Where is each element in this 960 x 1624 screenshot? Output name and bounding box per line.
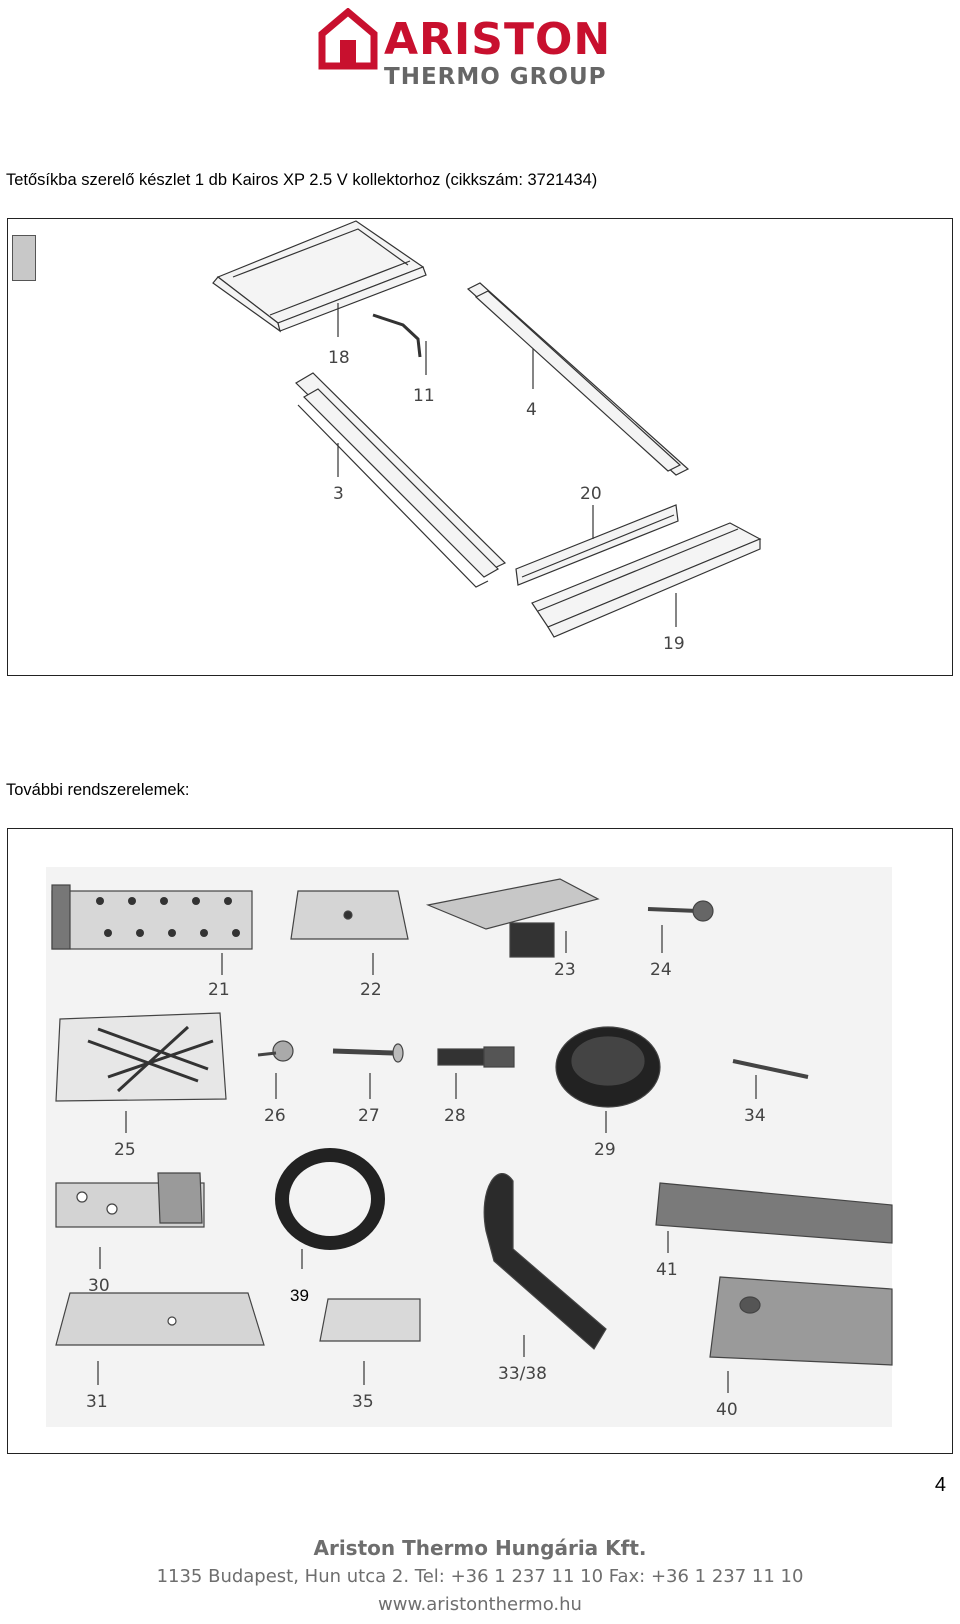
label-4: 4 (526, 400, 537, 420)
kit-heading: Tetősíkba szerelő készlet 1 db Kairos XP… (6, 171, 598, 189)
footer-website: www.aristonthermo.hu (378, 1594, 582, 1615)
label-34: 34 (744, 1106, 766, 1126)
part-31-bracket (55, 1292, 265, 1346)
system-elements-frame: 21 22 23 24 25 26 27 28 29 34 30 39 41 3… (7, 828, 953, 1454)
part-39-tape-roll (275, 1148, 385, 1250)
part-24-screw (647, 900, 714, 922)
label-19: 19 (663, 634, 685, 654)
label-28: 28 (444, 1106, 466, 1126)
part-35-plate (319, 1298, 421, 1342)
label-25: 25 (114, 1140, 136, 1160)
system-elements-heading: További rendszerelemek: (6, 781, 190, 799)
label-26: 26 (264, 1106, 286, 1126)
kit-parts-diagram: 18 11 4 3 20 19 (212, 220, 762, 654)
kit-diagram-frame: 18 11 4 3 20 19 (7, 218, 953, 676)
part-40-board (709, 1276, 893, 1366)
label-3: 3 (333, 484, 344, 504)
label-27: 27 (358, 1106, 380, 1126)
label-30: 30 (88, 1276, 110, 1296)
part-30-bracket (55, 1172, 205, 1228)
footer-company: Ariston Thermo Hungária Kft. (313, 1536, 647, 1560)
logo-group: THERMO GROUP (384, 64, 607, 90)
label-39: 39 (290, 1286, 309, 1305)
label-24: 24 (650, 960, 672, 980)
part-23-cover (425, 878, 600, 958)
logo-brand: ARISTON (384, 14, 612, 65)
system-elements-diagram: 21 22 23 24 25 26 27 28 29 34 30 39 41 3… (46, 867, 893, 1427)
house-logo-icon (318, 8, 378, 70)
part-27-screw (332, 1043, 404, 1063)
part-33-38-foam-seal (483, 1173, 607, 1350)
part-3-rail (295, 372, 507, 588)
part-28-bit (437, 1046, 515, 1068)
part-41-board (655, 1182, 893, 1244)
label-22: 22 (360, 980, 382, 1000)
part-21-perforated-plate (51, 884, 253, 950)
gray-marker (12, 235, 36, 281)
label-35: 35 (352, 1392, 374, 1412)
page-number: 4 (934, 1474, 946, 1496)
part-34-screw (732, 1059, 809, 1079)
label-23: 23 (554, 960, 576, 980)
label-40: 40 (716, 1400, 738, 1420)
label-18: 18 (328, 348, 350, 368)
label-29: 29 (594, 1140, 616, 1160)
part-18-flashing (212, 220, 427, 333)
label-11: 11 (413, 386, 435, 406)
part-29-grommet (555, 1026, 661, 1108)
part-26-screw (257, 1040, 294, 1062)
part-19-bottom-flashing (531, 522, 762, 638)
label-31: 31 (86, 1392, 108, 1412)
label-33-38: 33/38 (498, 1364, 547, 1384)
part-20-strip (515, 504, 679, 586)
label-41: 41 (656, 1260, 678, 1280)
part-25-nail-bag (55, 1012, 227, 1102)
part-22-plate (290, 890, 409, 940)
part-11-clip (372, 313, 422, 358)
footer-address: 1135 Budapest, Hun utca 2. Tel: +36 1 23… (156, 1566, 804, 1587)
label-20: 20 (580, 484, 602, 504)
label-21: 21 (208, 980, 230, 1000)
part-4-rail (466, 282, 690, 476)
ariston-logo: ARISTON THERMO GROUP (318, 8, 648, 92)
